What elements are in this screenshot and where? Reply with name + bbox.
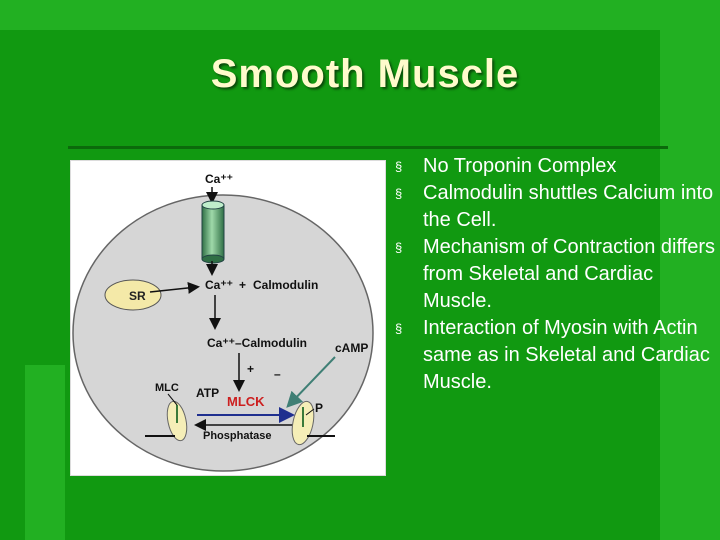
calcium-channel bbox=[201, 200, 225, 264]
sr-organelle bbox=[104, 279, 162, 311]
title-divider bbox=[68, 146, 668, 149]
phosphatase-label: Phosphatase bbox=[203, 430, 271, 442]
ca-top-label: Ca⁺⁺ bbox=[205, 172, 233, 186]
bullet-text: Calmodulin shuttles Calcium into the Cel… bbox=[423, 182, 714, 231]
sr-label: SR bbox=[129, 289, 146, 303]
link-p bbox=[305, 408, 315, 416]
calcium-calmodulin-diagram: Ca⁺⁺ SR Ca⁺⁺ + Calmodulin Ca⁺⁺–Calmoduli… bbox=[70, 160, 386, 476]
bullet-marker: § bbox=[395, 321, 403, 336]
p-label: P bbox=[315, 401, 323, 415]
ca-calmodulin-label: Ca⁺⁺–Calmodulin bbox=[207, 336, 307, 350]
bullet-marker: § bbox=[395, 159, 403, 174]
bullet-marker: § bbox=[395, 186, 403, 201]
slide-title: Smooth Muscle bbox=[210, 52, 520, 96]
bullet-text: Interaction of Myosin with Actin same as… bbox=[423, 317, 710, 393]
minus-label: – bbox=[274, 367, 281, 381]
bullet-marker: § bbox=[395, 240, 403, 255]
bullet-list: § No Troponin Complex § Calmodulin shutt… bbox=[393, 153, 715, 396]
bullet-text: Mechanism of Contraction differs from Sk… bbox=[423, 236, 715, 312]
camp-label: cAMP bbox=[335, 341, 368, 355]
atp-label: ATP bbox=[196, 386, 219, 400]
sr-release-arrow bbox=[149, 281, 200, 294]
myosin-head-left bbox=[166, 400, 188, 442]
ca-mid-label: Ca⁺⁺ bbox=[205, 278, 233, 292]
bullet-item: § Interaction of Myosin with Actin same … bbox=[393, 315, 715, 396]
diagram-svg: Ca⁺⁺ SR Ca⁺⁺ + Calmodulin Ca⁺⁺–Calmoduli… bbox=[72, 172, 374, 472]
background-band-right bbox=[660, 0, 720, 540]
plus-2-label: + bbox=[247, 362, 254, 376]
background-band-top bbox=[0, 0, 720, 30]
link-mlc bbox=[167, 393, 178, 406]
bullet-item: § Calmodulin shuttles Calcium into the C… bbox=[393, 180, 715, 234]
myosin-head-right bbox=[291, 400, 315, 446]
mlck-label: MLCK bbox=[227, 394, 265, 409]
bullet-item: § Mechanism of Contraction differs from … bbox=[393, 234, 715, 315]
plus-1-label: + bbox=[239, 278, 246, 292]
bullet-item: § No Troponin Complex bbox=[393, 153, 715, 180]
bullet-text: No Troponin Complex bbox=[423, 155, 617, 177]
background-band-left bbox=[25, 365, 65, 540]
calmodulin-label: Calmodulin bbox=[253, 278, 318, 292]
mlc-label: MLC bbox=[155, 382, 179, 394]
camp-inhibition-arrow bbox=[286, 356, 336, 408]
